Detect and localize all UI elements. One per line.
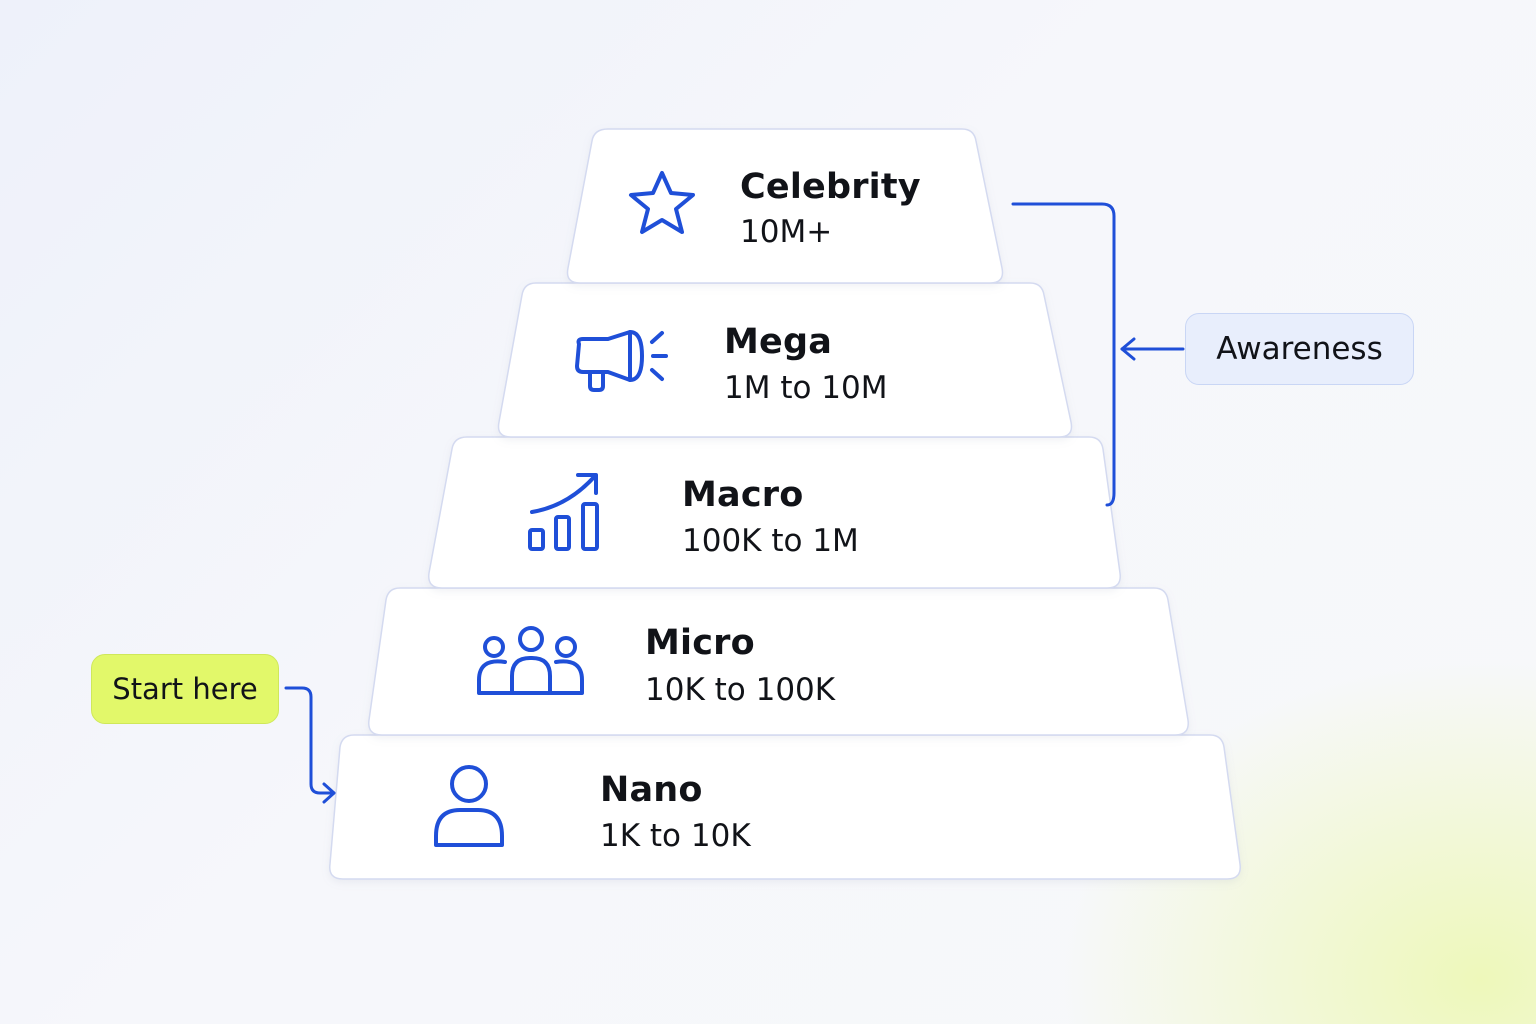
growth-chart-icon <box>528 473 599 551</box>
tier-name-nano: Nano <box>600 770 703 810</box>
tier-card-nano: Nano 1K to 10K <box>329 734 1241 880</box>
tier-range-nano: 1K to 10K <box>600 818 751 854</box>
tier-name-macro: Macro <box>682 475 804 515</box>
tier-card-celebrity: Celebrity 10M+ <box>566 128 1004 284</box>
start-here-tag: Start here <box>91 654 279 724</box>
tier-range-micro: 10K to 100K <box>645 672 836 708</box>
tier-card-mega: Mega 1M to 10M <box>497 282 1073 438</box>
tier-range-celebrity: 10M+ <box>740 214 832 250</box>
star-icon <box>629 171 695 234</box>
tier-card-micro: Micro 10K to 100K <box>368 587 1189 736</box>
tier-range-macro: 100K to 1M <box>682 523 859 559</box>
person-icon <box>434 765 504 847</box>
awareness-bracket <box>1011 202 1116 507</box>
group-icon <box>477 626 584 695</box>
awareness-label: Awareness <box>1216 331 1383 367</box>
awareness-arrow <box>1120 337 1185 361</box>
tier-name-micro: Micro <box>645 623 755 663</box>
tier-name-mega: Mega <box>724 322 832 362</box>
tier-range-mega: 1M to 10M <box>724 370 888 406</box>
tier-card-macro: Macro 100K to 1M <box>428 436 1121 589</box>
megaphone-icon <box>575 330 668 392</box>
awareness-tag: Awareness <box>1185 313 1414 385</box>
tier-name-celebrity: Celebrity <box>740 167 921 207</box>
start-here-arrow <box>284 686 336 804</box>
start-here-label: Start here <box>112 672 258 706</box>
